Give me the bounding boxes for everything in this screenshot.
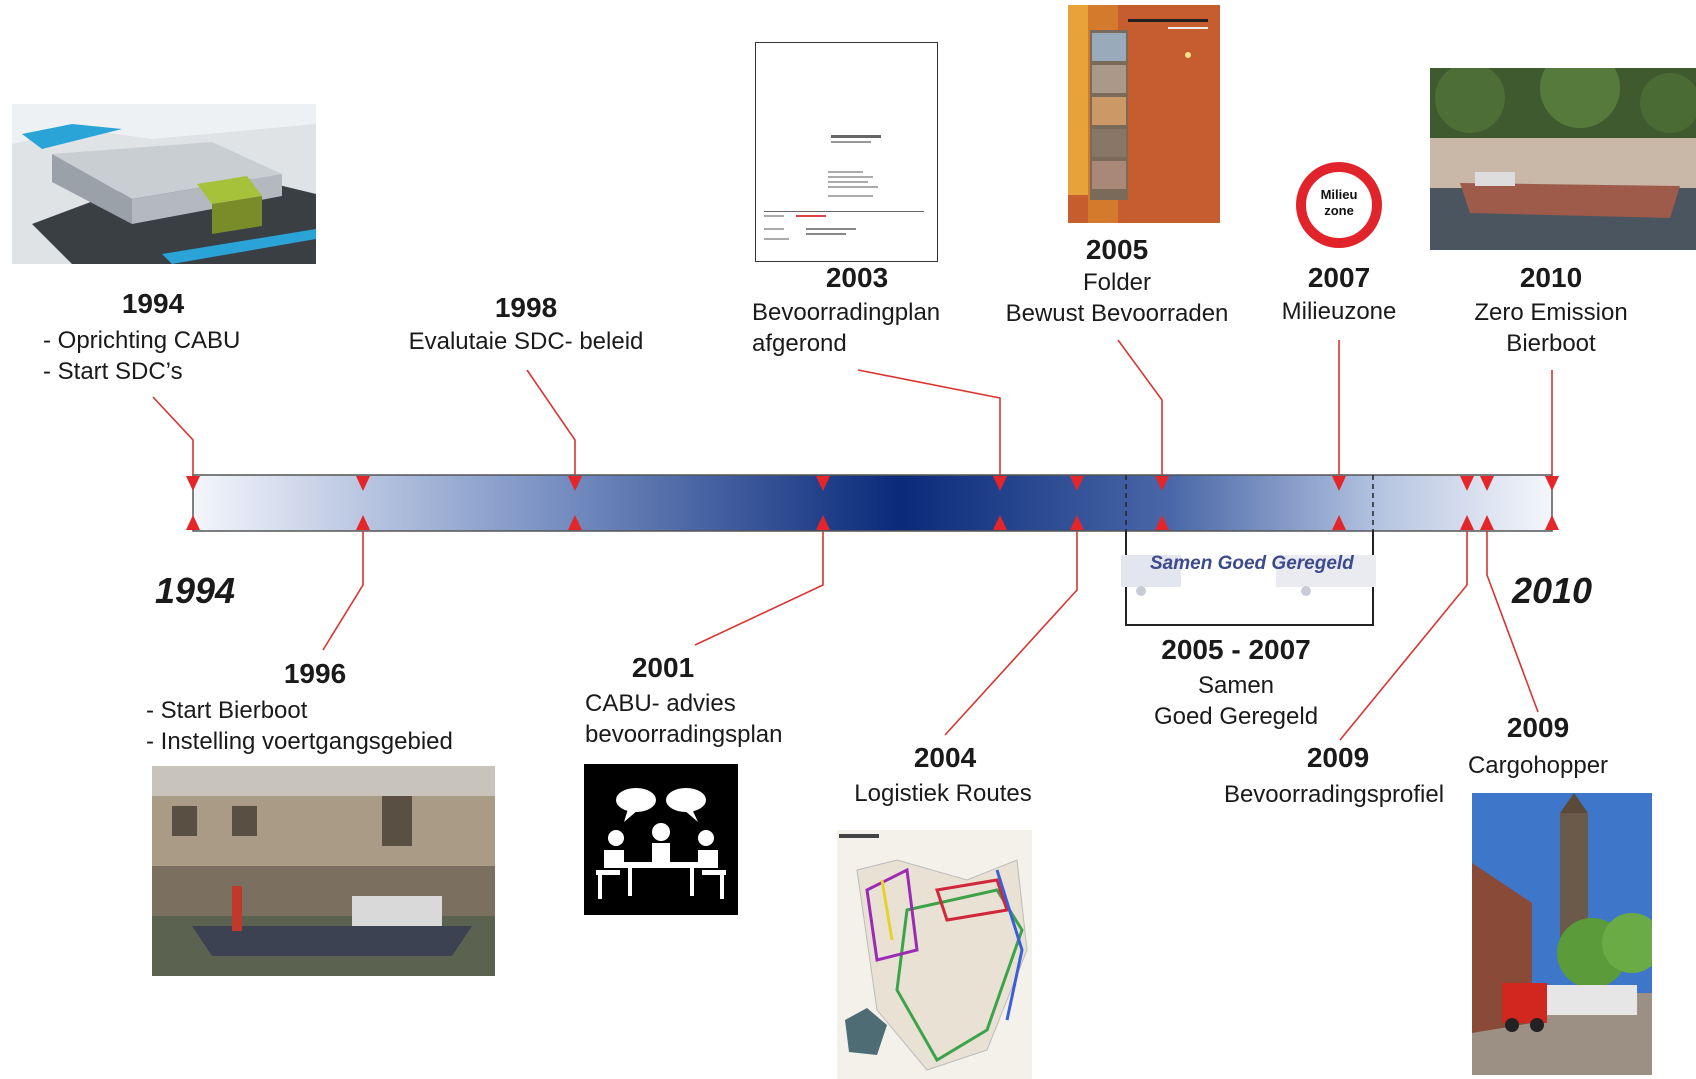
event-1998-year: 1998 (494, 292, 558, 323)
marker-top-9 (1480, 476, 1494, 491)
event-2004-year: 2004 (913, 742, 977, 773)
event-1994-line1: - Oprichting CABU (43, 327, 241, 354)
event-1994-line2: - Start SDC’s (43, 358, 183, 385)
document-thumbnail-image (755, 42, 938, 262)
marker-bottom-0 (186, 515, 200, 530)
warehouse-aerial-image (12, 104, 316, 264)
marker-bottom-8 (1460, 515, 1474, 530)
leader-2001 (694, 531, 824, 646)
event-1998-line1: Evalutaie SDC- beleid (408, 328, 644, 355)
marker-top-8 (1460, 476, 1474, 491)
marker-bottom-5 (1070, 515, 1084, 530)
marker-bottom-2 (568, 515, 582, 530)
marker-top-10 (1545, 476, 1559, 491)
milieuzone-sign-line2: zone (1324, 203, 1354, 218)
event-1996-line2: - Instelling voertgangsgebied (146, 728, 453, 755)
timeline-bar (192, 474, 1553, 532)
milieuzone-sign-line1: Milieu (1320, 187, 1358, 202)
bierboot-photo-image (152, 766, 495, 976)
marker-bottom-10 (1545, 515, 1559, 530)
event-2009a-line1: Bevoorradingsprofiel (1223, 781, 1445, 808)
event-2003-year: 2003 (825, 262, 889, 293)
event-1994-year: 1994 (121, 288, 185, 319)
event-2009b-year: 2009 (1506, 712, 1570, 743)
marker-top-2 (568, 476, 582, 491)
event-2010-line2: Bierboot (1506, 330, 1596, 357)
leader-2009a (1339, 531, 1468, 741)
marker-top-5 (1070, 476, 1084, 491)
logistiek-routes-map-image (837, 830, 1032, 1079)
milieuzone-sign-icon: Milieu zone (1296, 162, 1382, 248)
leader-2004 (944, 531, 1078, 736)
meeting-pictogram-icon (584, 764, 738, 915)
folder-cover-image (1068, 5, 1220, 223)
leader-1998 (526, 369, 576, 475)
event-2005-2007-line1: Samen (1197, 672, 1275, 699)
event-2005-line1: Folder (1082, 269, 1152, 296)
event-2001-year: 2001 (631, 652, 695, 683)
marker-bottom-1 (356, 515, 370, 530)
marker-bottom-9 (1480, 515, 1494, 530)
leader-2005 (1117, 339, 1163, 475)
event-2004-line1: Logistiek Routes (854, 780, 1032, 807)
event-2009b-line1: Cargohopper (1467, 752, 1609, 779)
event-2007-line1: Milieuzone (1281, 298, 1397, 325)
marker-top-3 (816, 476, 830, 491)
event-2010-line1: Zero Emission (1474, 299, 1628, 326)
event-2010-year: 2010 (1519, 262, 1583, 293)
event-2007-year: 2007 (1307, 262, 1371, 293)
event-2003-line1: Bevoorradingplan (752, 299, 941, 326)
event-2005-year: 2005 (1085, 234, 1149, 265)
timeline-markers (186, 476, 1559, 530)
axis-start-year: 1994 (154, 570, 236, 611)
marker-bottom-7 (1332, 515, 1346, 530)
event-2005-2007-year: 2005 - 2007 (1161, 634, 1311, 665)
leader-2003 (857, 369, 1001, 475)
leader-1994 (152, 396, 194, 475)
event-1996-year: 1996 (283, 658, 347, 689)
marker-bottom-3 (816, 515, 830, 530)
marker-top-7 (1332, 476, 1346, 491)
leader-1996 (322, 531, 364, 651)
event-2001-line1: CABU- advies (585, 690, 736, 717)
event-2001-line2: bevoorradingsplan (585, 721, 783, 748)
marker-top-1 (356, 476, 370, 491)
marker-bottom-4 (993, 515, 1007, 530)
cargohopper-photo-image (1472, 793, 1652, 1075)
marker-top-4 (993, 476, 1007, 491)
samen-goed-geregeld-logo: Samen Goed Geregeld (1116, 545, 1381, 599)
event-2005-line2: Bewust Bevoorraden (1005, 300, 1229, 327)
event-2009a-year: 2009 (1306, 742, 1370, 773)
marker-top-6 (1155, 476, 1169, 491)
event-1996-line1: - Start Bierboot (146, 697, 308, 724)
event-2005-2007-line2: Goed Geregeld (1153, 703, 1319, 730)
marker-top-0 (186, 476, 200, 491)
samen-logo-text: Samen Goed Geregeld (1150, 553, 1354, 574)
leader-2009b (1486, 531, 1539, 713)
axis-end-year: 2010 (1511, 570, 1593, 611)
event-2003-line2: afgerond (752, 330, 847, 357)
marker-bottom-6 (1155, 515, 1169, 530)
zero-emission-boat-image (1430, 68, 1696, 250)
